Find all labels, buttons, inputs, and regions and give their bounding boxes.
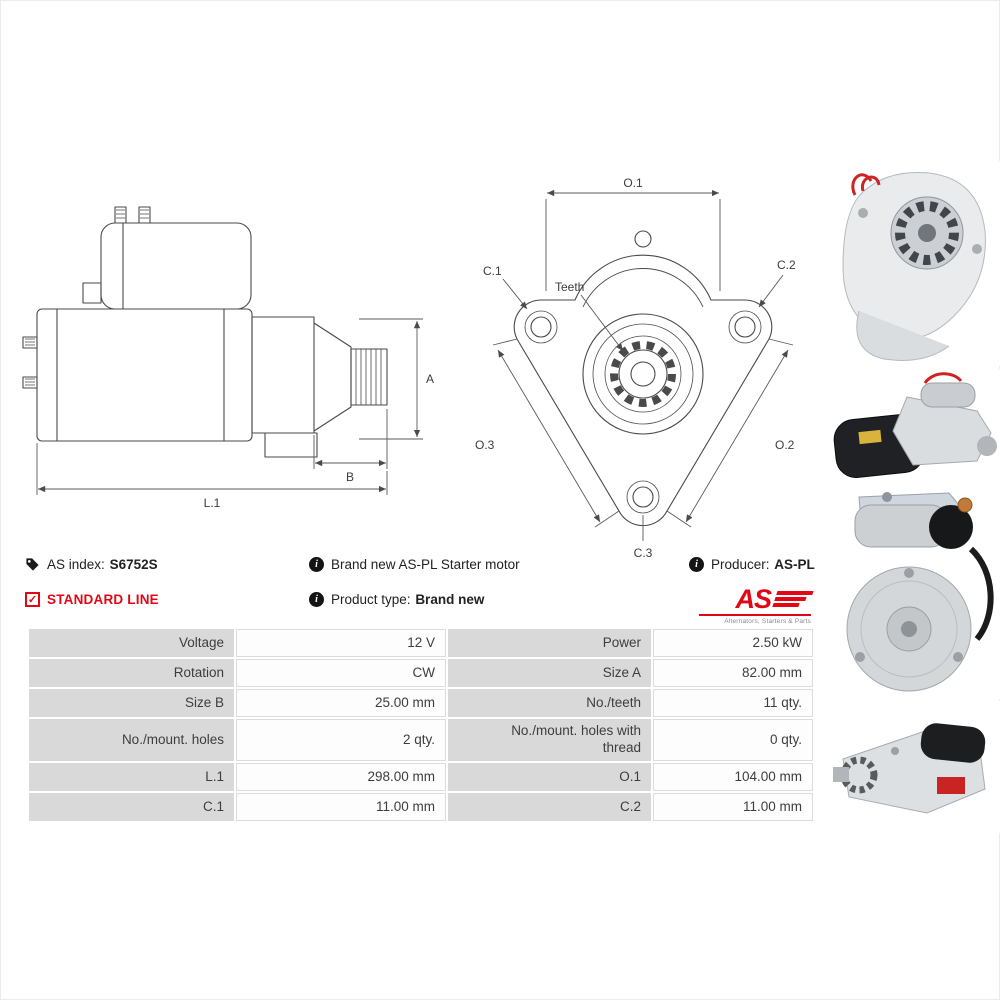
spec-label-power: Power (448, 629, 651, 657)
dim-label-c2: C.2 (777, 258, 796, 272)
tag-icon (26, 558, 39, 571)
product-photo-2 (829, 369, 1000, 487)
brand-new-note: i Brand new AS-PL Starter motor (309, 557, 520, 572)
producer-text: Producer: AS-PL (711, 557, 815, 572)
spec-value-c1: 11.00 mm (236, 793, 446, 821)
spec-value-l1: 298.00 mm (236, 763, 446, 791)
dim-label-o3: O.3 (475, 438, 495, 452)
dim-label-c1: C.1 (483, 264, 502, 278)
aspl-logo-tagline: Alternators, Starters & Parts (724, 618, 811, 626)
product-type-value: Brand new (415, 592, 485, 607)
spec-value-no-teeth: 11 qty. (653, 689, 813, 717)
starter-rear-view-photo (846, 492, 994, 692)
side-view-technical-drawing: A B L.1 (22, 206, 434, 510)
spec-label-l1: L.1 (29, 763, 234, 791)
info-icon: i (689, 557, 704, 572)
as-index: AS index: S6752S (25, 557, 158, 572)
spec-value-size-a: 82.00 mm (653, 659, 813, 687)
spec-value-c2: 11.00 mm (653, 793, 813, 821)
product-type-text: Product type: Brand new (331, 592, 484, 607)
spec-label-rotation: Rotation (29, 659, 234, 687)
brand-new-text: Brand new AS-PL Starter motor (331, 557, 520, 572)
spec-label-c1: C.1 (29, 793, 234, 821)
spec-value-mount-holes: 2 qty. (236, 719, 446, 761)
spec-value-size-b: 25.00 mm (236, 689, 446, 717)
aspl-logo-text: AS (735, 584, 772, 614)
spec-value-voltage: 12 V (236, 629, 446, 657)
info-icon: i (309, 557, 324, 572)
spec-label-size-b: Size B (29, 689, 234, 717)
starter-top-angled-view-photo (842, 171, 986, 361)
spec-label-size-a: Size A (448, 659, 651, 687)
product-photo-1 (829, 161, 1000, 366)
product-type: i Product type: Brand new (309, 592, 484, 607)
dim-label-o1: O.1 (623, 176, 643, 190)
spec-label-mount-holes-thread-text: No./mount. holes with thread (511, 723, 641, 755)
starter-bottom-angled-view-photo (833, 723, 986, 814)
as-index-label: AS index: (47, 557, 105, 572)
dim-label-c3: C.3 (634, 546, 653, 560)
spec-value-power: 2.50 kW (653, 629, 813, 657)
product-type-label: Product type: (331, 592, 411, 607)
standard-line-label: STANDARD LINE (47, 592, 159, 607)
as-index-value: S6752S (109, 557, 158, 572)
spec-label-mount-holes: No./mount. holes (29, 719, 234, 761)
producer-label: Producer: (711, 557, 770, 572)
product-photo-4 (829, 701, 1000, 833)
spec-label-no-teeth: No./teeth (448, 689, 651, 717)
producer-value: AS-PL (774, 557, 815, 572)
spec-table: Voltage 12 V Power 2.50 kW Rotation CW S… (29, 629, 813, 821)
spec-value-rotation: CW (236, 659, 446, 687)
aspl-logo-main: AS (735, 584, 814, 614)
front-view-technical-drawing: O.1 C.1 C.2 Teeth O.3 O.2 C.3 (475, 176, 796, 560)
aspl-flag-icon (772, 591, 814, 607)
aspl-logo: AS Alternators, Starters & Parts (699, 584, 814, 626)
spec-value-o1: 104.00 mm (653, 763, 813, 791)
dim-label-b: B (346, 470, 354, 484)
dim-label-l1: L.1 (204, 496, 221, 510)
aspl-logo-rule (699, 614, 811, 617)
standard-line: ✓ STANDARD LINE (25, 592, 159, 607)
spec-value-mount-holes-thread: 0 qty. (653, 719, 813, 761)
dim-label-a: A (426, 372, 434, 386)
producer: i Producer: AS-PL (689, 557, 815, 572)
spec-label-mount-holes-thread: No./mount. holes with thread (448, 719, 651, 761)
spec-label-c2: C.2 (448, 793, 651, 821)
starter-side-view-photo (833, 372, 997, 478)
as-index-text: AS index: S6752S (47, 557, 158, 572)
info-icon: i (309, 592, 324, 607)
dim-label-o2: O.2 (775, 438, 795, 452)
product-photo-3 (829, 487, 1000, 699)
spec-label-o1: O.1 (448, 763, 651, 791)
checkbox-checked-icon: ✓ (25, 592, 40, 607)
dim-label-teeth: Teeth (555, 280, 584, 294)
spec-label-voltage: Voltage (29, 629, 234, 657)
